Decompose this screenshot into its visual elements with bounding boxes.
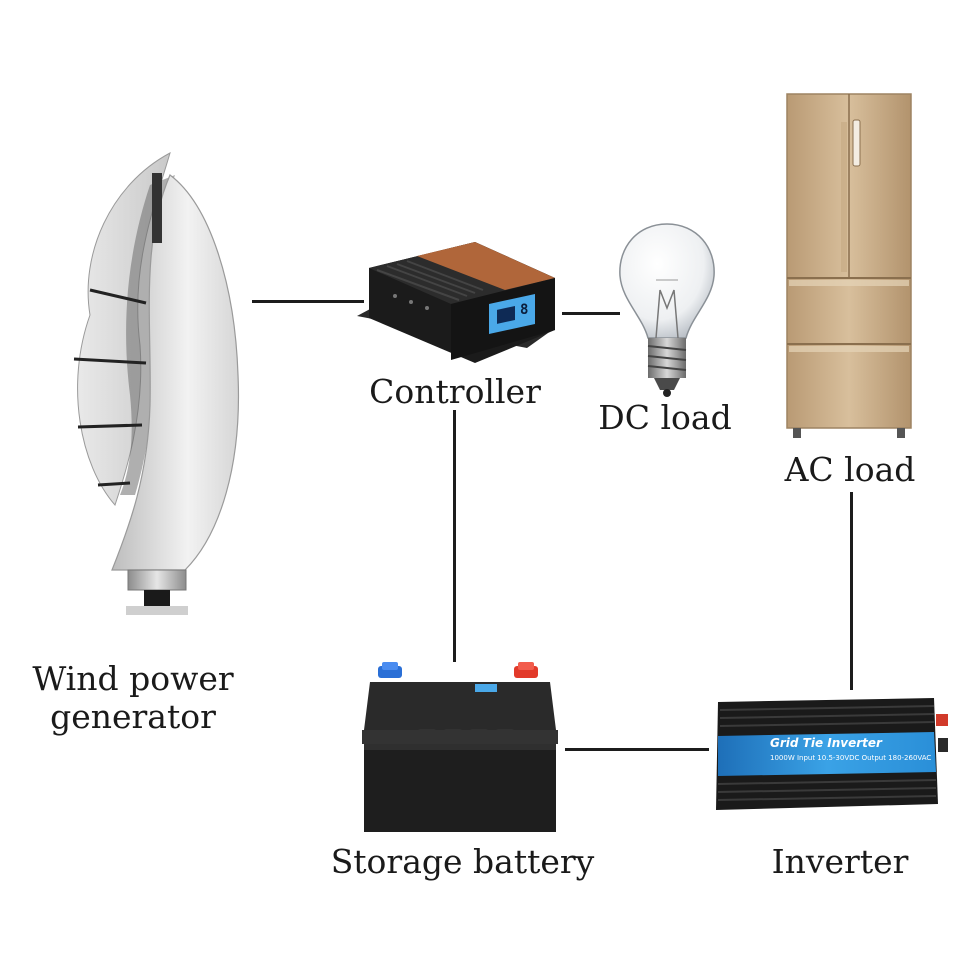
battery-icon [362, 662, 558, 832]
dc-load-label: DC load [598, 398, 732, 437]
edge-inverter-to-ac-load [850, 492, 853, 690]
wind-generator-label-line2: generator [50, 697, 216, 736]
battery-label: Storage battery [330, 842, 595, 881]
refrigerator-icon [786, 93, 912, 438]
charge-controller-icon [357, 242, 555, 363]
wind-generator-label-line1: Wind power [32, 659, 234, 698]
edge-battery-to-inverter [565, 748, 709, 751]
edge-controller-to-battery [453, 410, 456, 662]
controller-node: 8 [355, 238, 560, 368]
battery-node [360, 660, 560, 835]
ac-load-label: AC load [784, 450, 916, 489]
edge-controller-to-dc-load [562, 312, 620, 315]
inverter-node: Grid Tie Inverter 1000W Input 10.5-30VDC… [712, 692, 952, 820]
edge-wind-to-controller [252, 300, 364, 303]
inverter-icon [716, 698, 948, 810]
dc-load-node [612, 220, 722, 400]
controller-label: Controller [369, 372, 541, 411]
wind-generator-label: Wind power generator [18, 660, 248, 736]
wind-generator-node [60, 145, 260, 615]
inverter-panel-spec: 1000W Input 10.5-30VDC Output 180-260VAC [770, 754, 932, 762]
inverter-panel-title: Grid Tie Inverter [770, 736, 882, 750]
inverter-label: Inverter [771, 842, 909, 881]
light-bulb-icon [619, 223, 715, 397]
wind-turbine-icon [73, 152, 240, 615]
controller-display-digit: 8 [520, 302, 529, 318]
ac-load-node [785, 92, 913, 440]
